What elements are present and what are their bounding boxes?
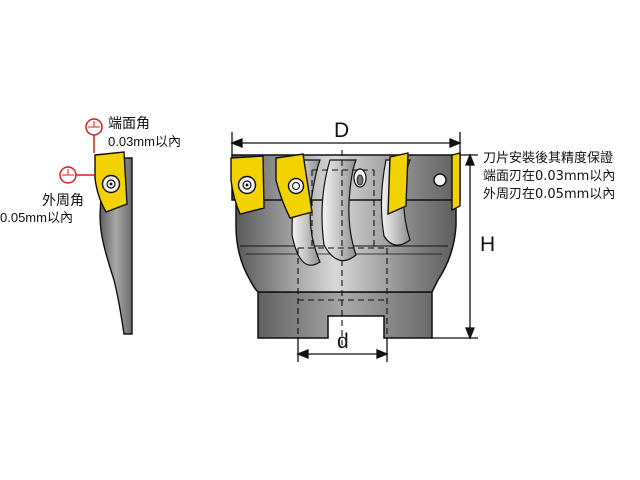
height-label: H bbox=[480, 233, 496, 256]
bore-hidden-lines bbox=[297, 150, 388, 345]
cutter-shank bbox=[257, 291, 433, 339]
accuracy-note-peripheral-runout: 外周刃在0.05mm以內 bbox=[483, 187, 616, 202]
insert bbox=[230, 155, 265, 215]
insert-screw-icon bbox=[287, 177, 305, 195]
insert-detail bbox=[59, 118, 133, 335]
coolant-hole-icon bbox=[353, 168, 367, 188]
accuracy-note-title: 刀片安裝後其精度保證 bbox=[483, 151, 614, 166]
dimension-d bbox=[296, 338, 389, 362]
chip-flute bbox=[321, 159, 357, 262]
insert bbox=[387, 152, 409, 216]
side-screw-hole-icon bbox=[433, 173, 447, 187]
dimension-D bbox=[230, 132, 462, 155]
insert bbox=[451, 152, 461, 212]
peripheral-angle-label: 外周角 bbox=[42, 193, 84, 209]
face-mill-cutter bbox=[230, 150, 461, 345]
peripheral-angle-tolerance: 0.05mm以內 bbox=[0, 210, 73, 225]
dimension-H bbox=[432, 153, 478, 340]
end-angle-label: 端面角 bbox=[108, 116, 150, 132]
bore-diameter-label: d bbox=[337, 330, 349, 353]
accuracy-note-end-runout: 端面刃在0.03mm以內 bbox=[483, 169, 616, 184]
diameter-label: D bbox=[334, 119, 350, 142]
insert bbox=[275, 153, 313, 219]
end-angle-tolerance: 0.03mm以內 bbox=[108, 134, 181, 149]
peripheral-angle-dial-indicator-icon bbox=[59, 166, 94, 184]
end-angle-dial-indicator-icon bbox=[85, 118, 103, 153]
